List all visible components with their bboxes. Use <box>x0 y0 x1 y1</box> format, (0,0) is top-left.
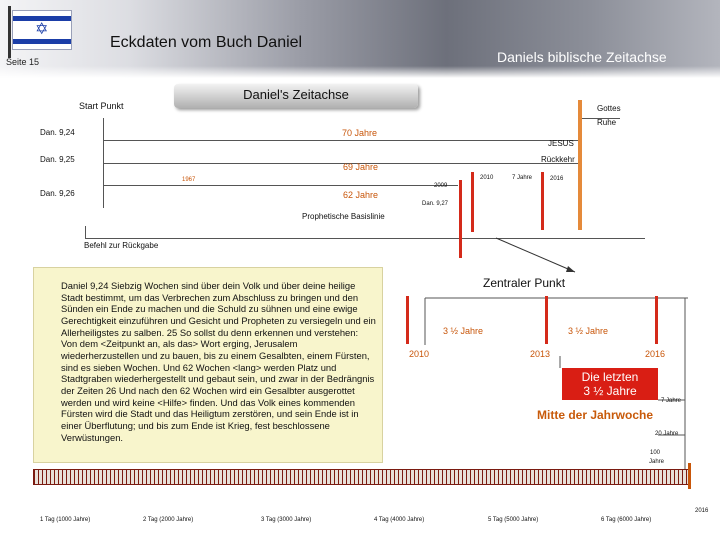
dan-9-26-label: Dan. 9,26 <box>40 189 75 198</box>
day-5-label: 5 Tag (5000 Jahre) <box>488 517 538 523</box>
scripture-text-box: Daniel 9,24 Siebzig Wochen sind über dei… <box>33 267 383 463</box>
dreieinhalb-right-label: 3 ½ Jahre <box>568 326 608 336</box>
timeline-end-marker <box>688 463 691 489</box>
year-1967-label: 1967 <box>182 177 195 183</box>
year-2016-top-label: 2016 <box>550 176 563 182</box>
gottes-label: Gottes <box>597 104 621 113</box>
year-2013-label: 2013 <box>530 349 550 359</box>
20-jahre-label: 20 Jahre <box>655 431 678 437</box>
62-jahre-label: 62 Jahre <box>343 190 378 200</box>
dreieinhalb-left-label: 3 ½ Jahre <box>443 326 483 336</box>
69-jahre-label: 69 Jahre <box>343 162 378 172</box>
year-2010-top-label: 2010 <box>480 175 493 181</box>
prophetic-baseline-label: Prophetische Basislinie <box>302 212 385 221</box>
die-letzten-box: Die letzten 3 ½ Jahre <box>562 368 658 400</box>
day-2-label: 2 Tag (2000 Jahre) <box>143 517 193 523</box>
dan-9-25-label: Dan. 9,25 <box>40 155 75 164</box>
die-letzten-label: Die letzten <box>562 370 658 384</box>
70-jahre-label: 70 Jahre <box>342 128 377 138</box>
zentraler-punkt-label: Zentraler Punkt <box>483 276 565 290</box>
year-2010-label: 2010 <box>409 349 429 359</box>
start-label: Start Punkt <box>79 101 124 111</box>
befehl-label: Befehl zur Rückgabe <box>84 241 158 250</box>
dan-9-24-label: Dan. 9,24 <box>40 128 75 137</box>
millennium-timeline <box>33 469 691 485</box>
day-1-label: 1 Tag (1000 Jahre) <box>40 517 90 523</box>
day-3-label: 3 Tag (3000 Jahre) <box>261 517 311 523</box>
7-jahre-small-label: 7 Jahre <box>512 175 532 181</box>
jahre-100-label: Jahre <box>649 459 664 465</box>
day-4-label: 4 Tag (4000 Jahre) <box>374 517 424 523</box>
year-2016-label: 2016 <box>645 349 665 359</box>
year-2016-bottom-label: 2016 <box>695 508 708 514</box>
ruhe-label: Ruhe <box>597 118 616 127</box>
dreieinhalb-box-label: 3 ½ Jahre <box>562 384 658 398</box>
day-6-label: 6 Tag (6000 Jahre) <box>601 517 651 523</box>
year-2009-label: 2009 <box>434 183 447 189</box>
100-label: 100 <box>650 450 660 456</box>
dan-9-27-label: Dan. 9,27 <box>422 201 448 207</box>
7-jahre-label: 7 Jahre <box>661 398 681 404</box>
mitte-label: Mitte der Jahrwoche <box>537 408 653 422</box>
rueckkehr-label: Rückkehr <box>541 155 575 164</box>
scripture-text: Daniel 9,24 Siebzig Wochen sind über dei… <box>61 280 376 443</box>
jesus-label: JESUS <box>548 139 574 148</box>
